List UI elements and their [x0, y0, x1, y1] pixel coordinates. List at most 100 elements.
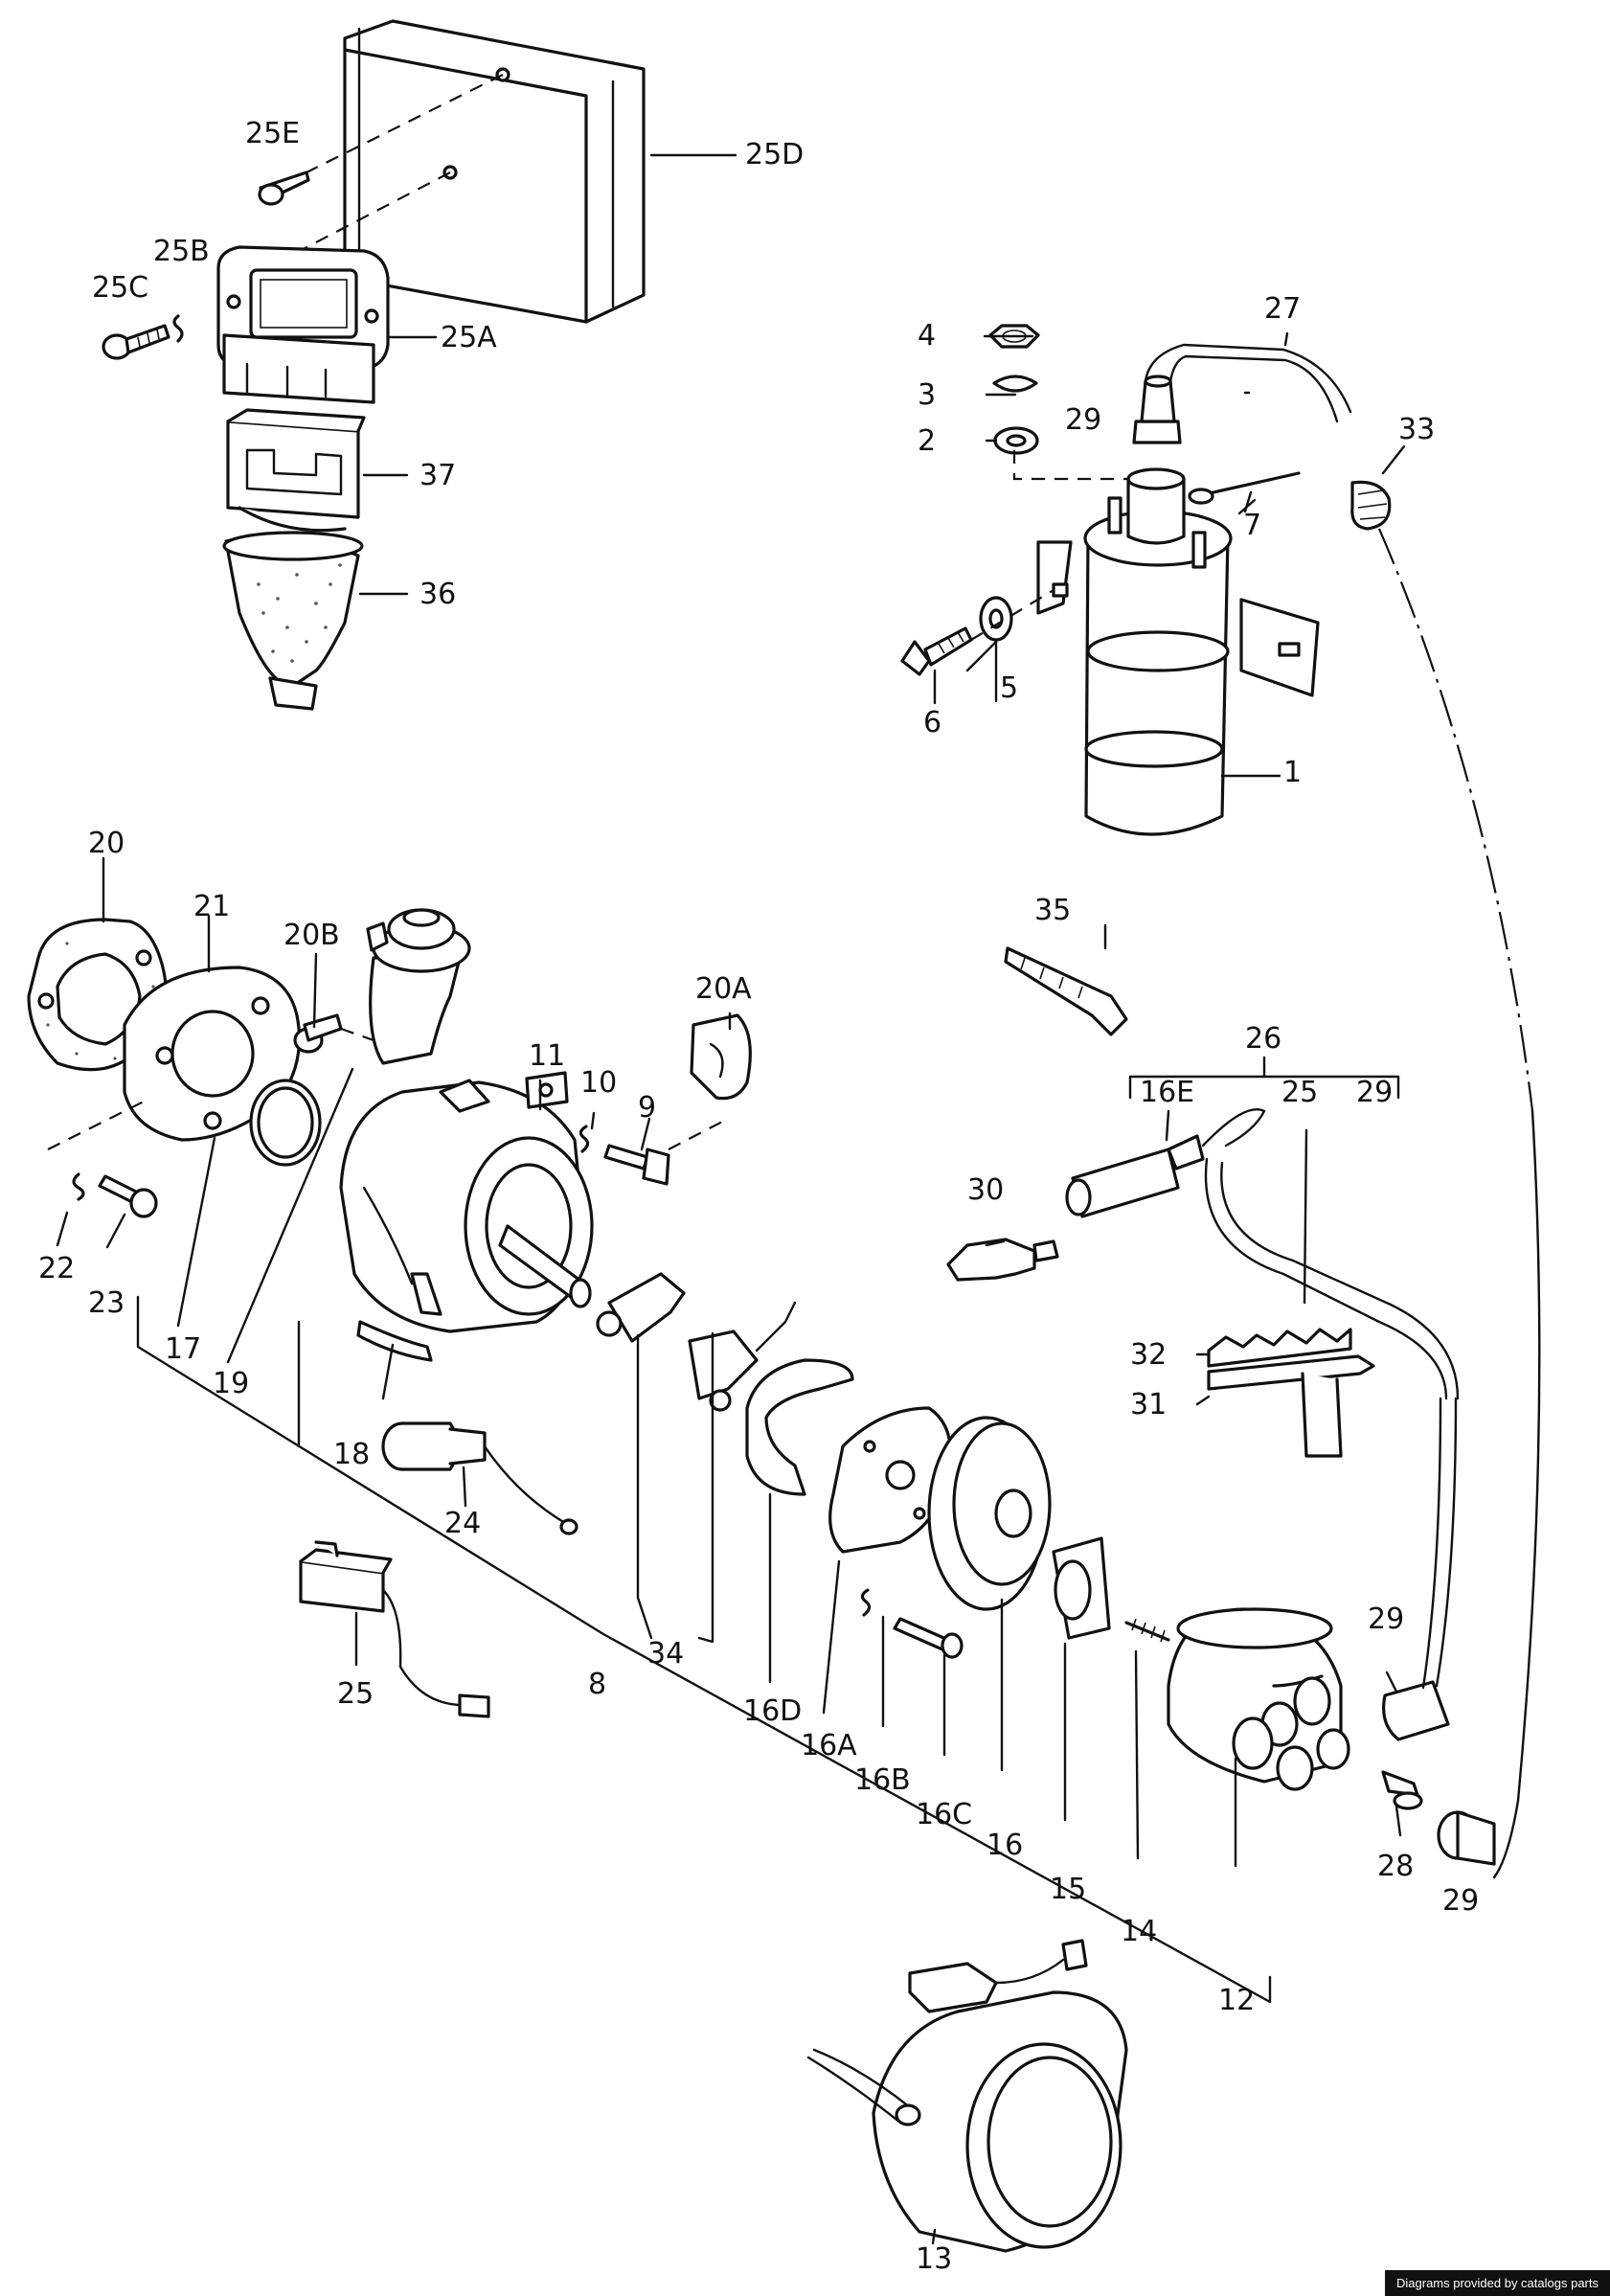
- label-13: 13: [916, 2242, 953, 2276]
- cap-29-top: [1132, 375, 1182, 444]
- screw-9: [603, 1144, 670, 1186]
- label-2: 2: [918, 424, 937, 458]
- boot-36: [222, 531, 364, 711]
- spring-14: [1124, 1618, 1170, 1643]
- label-21: 21: [193, 890, 231, 923]
- label-16D: 16D: [743, 1694, 803, 1728]
- label-27: 27: [1264, 292, 1302, 326]
- label-16B: 16B: [854, 1763, 911, 1797]
- label-25-lead: 25: [1281, 1076, 1319, 1109]
- washer-2: [993, 426, 1039, 455]
- hv-lead-27: [1144, 343, 1352, 414]
- label-3: 3: [918, 378, 937, 412]
- label-22: 22: [38, 1252, 76, 1285]
- clip-18: [356, 1320, 433, 1362]
- label-28: 28: [1377, 1850, 1415, 1883]
- washer-5: [979, 596, 1013, 642]
- flange-21: [123, 966, 302, 1142]
- screw-6: [900, 626, 973, 676]
- connector-37: [226, 408, 366, 533]
- control-unit-25A: [216, 245, 390, 404]
- lock-washer-3: [992, 375, 1038, 393]
- label-29-cap: 29: [1368, 1603, 1405, 1636]
- capacitor-24: [381, 1421, 578, 1535]
- rotor-plate-16: [927, 1416, 1052, 1611]
- spark-plug-30: [946, 1238, 1059, 1282]
- label-29-lead: 29: [1356, 1076, 1394, 1109]
- washer-10: [578, 1125, 590, 1153]
- label-1: 1: [1283, 756, 1303, 789]
- washer-16B: [860, 1588, 872, 1617]
- vacuum-unit: [366, 908, 471, 1065]
- cap-29-bottom: [1437, 1810, 1496, 1866]
- nut-11: [525, 1071, 569, 1109]
- carbon-28: [1381, 1770, 1423, 1810]
- hv-lead-25-26: [1201, 1108, 1460, 1400]
- ignition-coil-1: [1036, 467, 1320, 836]
- lever-16D: [745, 1358, 854, 1496]
- label-15: 15: [1050, 1873, 1087, 1906]
- label-25C: 25C: [92, 271, 149, 305]
- label-8: 8: [588, 1668, 607, 1701]
- label-12: 12: [1218, 1984, 1256, 2017]
- label-37: 37: [420, 459, 457, 492]
- label-20B: 20B: [283, 919, 340, 952]
- label-25A: 25A: [441, 321, 497, 354]
- label-16C: 16C: [916, 1798, 973, 1831]
- label-26: 26: [1245, 1022, 1282, 1056]
- cable-box-25: [299, 1540, 490, 1718]
- label-16A: 16A: [801, 1729, 857, 1762]
- label-33: 33: [1398, 413, 1436, 446]
- rotor-15: [1052, 1536, 1111, 1640]
- label-36: 36: [420, 578, 457, 611]
- o-ring-19: [249, 1079, 322, 1167]
- label-32: 32: [1130, 1338, 1168, 1372]
- label-35: 35: [1034, 894, 1072, 927]
- label-25B: 25B: [153, 235, 210, 268]
- screw-25C: [102, 324, 170, 360]
- screw-25E: [258, 170, 310, 206]
- label-20: 20: [88, 827, 125, 860]
- screw-23: [98, 1174, 158, 1218]
- label-24: 24: [444, 1507, 482, 1540]
- credit-footer: Diagrams provided by catalogs parts: [1385, 2270, 1610, 2296]
- label-18: 18: [333, 1438, 371, 1471]
- label-17: 17: [165, 1332, 202, 1366]
- mounting-bracket-25D: [343, 19, 646, 324]
- distributor-cap-12: [1167, 1607, 1350, 1791]
- label-9: 9: [638, 1091, 657, 1125]
- label-23: 23: [88, 1286, 125, 1320]
- label-14: 14: [1121, 1915, 1158, 1948]
- label-4: 4: [918, 319, 937, 352]
- screw-20B: [293, 1013, 343, 1054]
- screw-16C: [893, 1617, 964, 1659]
- label-29-bottom: 29: [1442, 1884, 1480, 1918]
- bracket-31: [1207, 1354, 1375, 1458]
- label-25E: 25E: [245, 117, 301, 150]
- distributor-housing: [339, 1079, 594, 1333]
- label-25-box: 25: [337, 1677, 374, 1711]
- label-25D: 25D: [745, 138, 805, 171]
- label-30: 30: [967, 1173, 1005, 1207]
- label-11: 11: [529, 1039, 566, 1073]
- washer-22: [72, 1172, 85, 1201]
- label-16: 16: [986, 1829, 1024, 1862]
- label-5: 5: [1000, 671, 1019, 705]
- washer-25B: [172, 314, 184, 343]
- label-34: 34: [647, 1637, 685, 1671]
- contact-set: [596, 1272, 797, 1412]
- label-7: 7: [1243, 509, 1262, 542]
- label-6: 6: [923, 706, 942, 739]
- cam-20A: [690, 1013, 752, 1101]
- label-10: 10: [580, 1066, 618, 1100]
- label-19: 19: [213, 1367, 250, 1400]
- label-16E: 16E: [1140, 1076, 1195, 1109]
- label-31: 31: [1130, 1388, 1168, 1421]
- lead-7: [1188, 471, 1301, 505]
- label-20A: 20A: [695, 972, 752, 1006]
- cable-tie-35: [1004, 946, 1128, 1036]
- holder-32: [1207, 1328, 1352, 1368]
- connector-16E: [1065, 1134, 1205, 1218]
- clip-33: [1350, 480, 1392, 531]
